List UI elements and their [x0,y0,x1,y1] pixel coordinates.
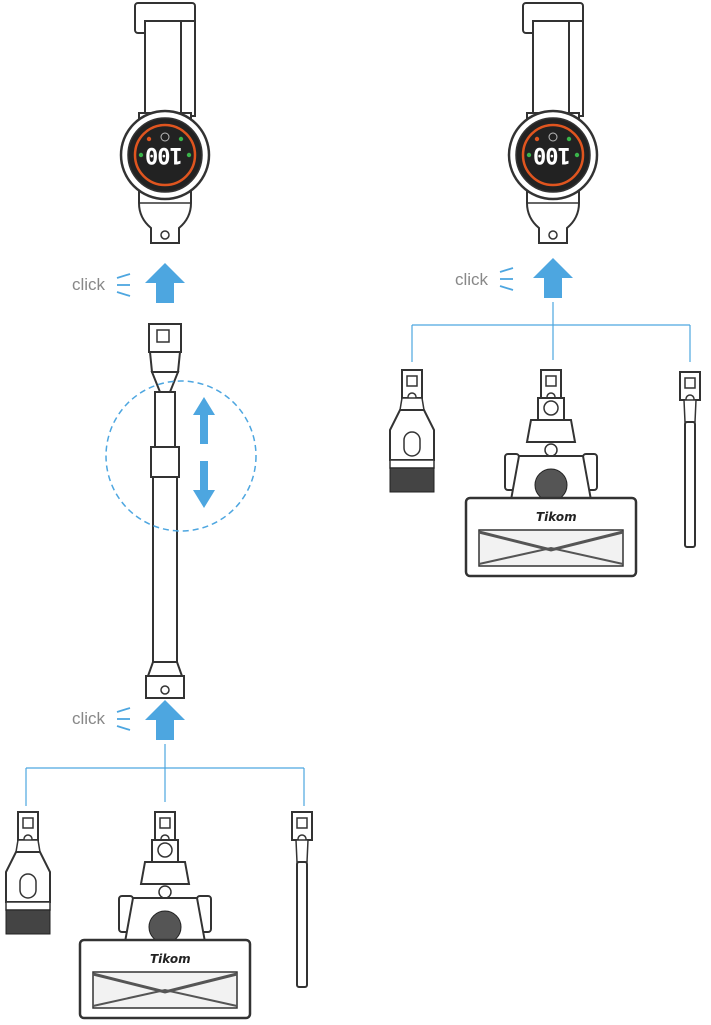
insert-arrow-1 [145,263,185,303]
arrow-down-icon [193,461,215,508]
click-label-1: click [72,275,105,295]
dusting-brush-left [6,812,50,934]
crevice-tool-right [680,372,700,547]
display-reading-right: 100 [534,142,571,167]
display-reading-left: 100 [146,142,183,167]
floor-head-left [80,812,250,1018]
extension-tube [146,324,184,698]
click-sound-icon-right [500,268,513,290]
brand-logo-left: Tikom [150,952,191,966]
crevice-tool-left [292,812,312,987]
insert-arrow-3 [533,258,573,298]
attachment-tree-right [412,302,690,362]
click-label-2: click [72,709,105,729]
dusting-brush-right [390,370,434,492]
insert-arrow-2 [145,700,185,740]
click-sound-icon [117,274,130,730]
adjust-zone-circle [106,381,256,531]
floor-head-right [466,370,636,576]
motor-unit-right [509,3,597,243]
motor-unit-left [121,3,209,243]
brand-logo-right: Tikom [536,510,577,524]
attachment-tree-left [26,744,304,806]
arrow-up-icon [193,397,215,444]
click-label-3: click [455,270,488,290]
